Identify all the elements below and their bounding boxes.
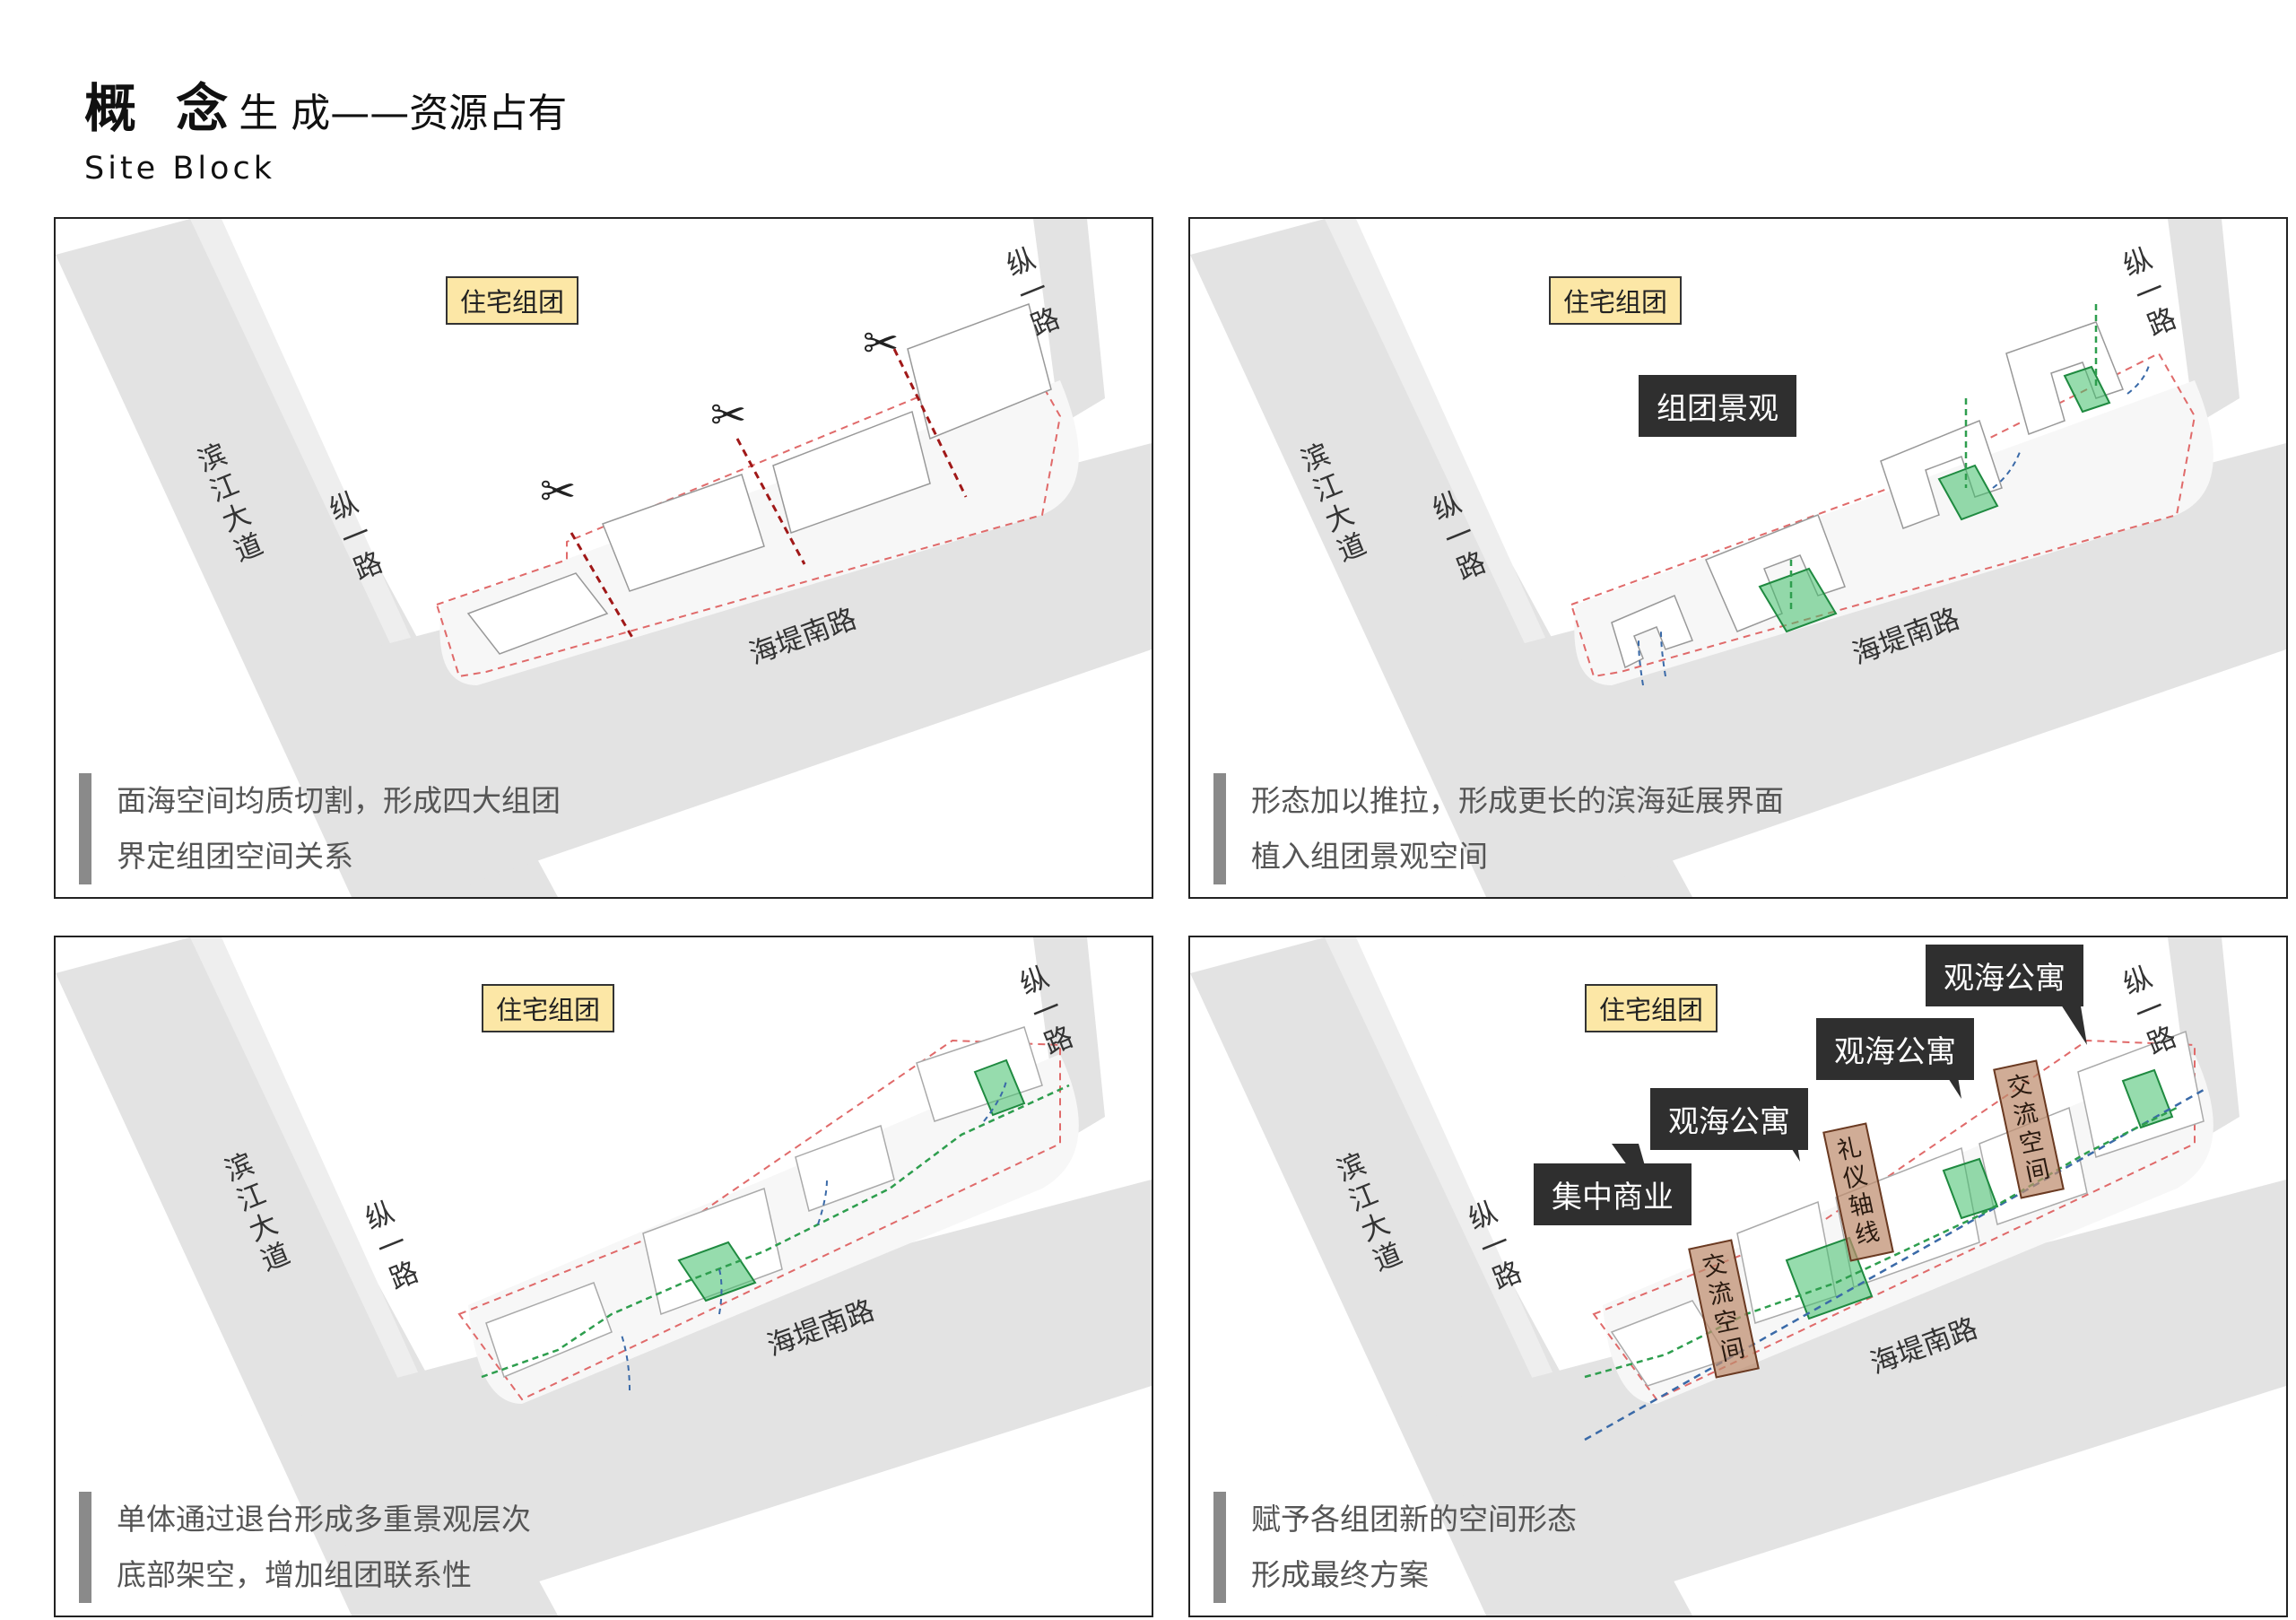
title-block: 概 念生 成——资源占有 Site Block [84, 83, 567, 187]
road-zong-yi-left [190, 219, 432, 685]
panel-1: ✂ ✂ ✂ 住宅组团 滨江大道 纵一路 纵一路 海堤南路 面海空间均质切割，形成… [54, 217, 1153, 899]
scissor-icon: ✂ [710, 390, 747, 440]
road-zong-yi-left [1325, 219, 1567, 685]
flow-arrows-green [1789, 304, 2098, 614]
road-haiti-nan [1432, 443, 2286, 897]
road-zong-yi-right [1033, 219, 1105, 425]
road-zong-yi-left [190, 937, 432, 1404]
caption-3: 单体通过退台形成多重景观层次 底部架空，增加组团联系性 [79, 1492, 531, 1603]
panel-3: 住宅组团 滨江大道 纵一路 纵一路 海堤南路 单体通过退台形成多重景观层次 底部… [54, 936, 1153, 1617]
flow-path-green [481, 1084, 1070, 1379]
callout-commerce: 集中商业 [1534, 1163, 1692, 1225]
title-bold: 概 念 [84, 78, 239, 139]
callout-seaview-apartment: 观海公寓 [1926, 945, 2083, 1006]
caption-line: 形成最终方案 [1251, 1557, 1429, 1592]
flow-lines-blue [1584, 1088, 2205, 1441]
site-map-4 [1190, 937, 2286, 1616]
u-shaped-buildings [1611, 321, 2124, 669]
caption-line: 赋予各组团新的空间形态 [1251, 1502, 1577, 1537]
residential-tag: 住宅组团 [446, 276, 579, 325]
caption-4: 赋予各组团新的空间形态 形成最终方案 [1213, 1492, 1577, 1603]
callout-seaview-apartment: 观海公寓 [1816, 1018, 1974, 1080]
flow-arrows-blue [1638, 361, 2151, 686]
residential-tag: 住宅组团 [1549, 276, 1683, 325]
caption-1: 面海空间均质切割，形成四大组团 界定组团空间关系 [79, 773, 561, 884]
caption-line: 底部架空，增加组团联系性 [117, 1557, 472, 1592]
caption-line: 单体通过退台形成多重景观层次 [117, 1502, 531, 1537]
site-map-3 [56, 937, 1152, 1616]
caption-line: 面海空间均质切割，形成四大组团 [117, 783, 561, 818]
road-haiti-nan [298, 443, 1152, 897]
panel-2: 组团景观 住宅组团 滨江大道 纵一路 纵一路 海堤南路 形态加以推拉，形成更长的… [1188, 217, 2288, 899]
page-subtitle: Site Block [84, 151, 275, 187]
caption-line: 植入组团景观空间 [1251, 839, 1488, 874]
caption-line: 界定组团空间关系 [117, 839, 353, 874]
flow-arrows-blue [620, 1080, 1007, 1391]
landscape-courts [1758, 365, 2111, 633]
title-rest: 生 成——资源占有 [239, 91, 568, 136]
site-boundary [1570, 352, 2196, 678]
cut-lines [570, 348, 968, 641]
caption-2: 形态加以推拉，形成更长的滨海延展界面 植入组团景观空间 [1213, 773, 1784, 884]
road-haiti-nan [298, 1180, 1152, 1616]
site-map-2 [1190, 219, 2286, 897]
callout-landscape: 组团景观 [1639, 375, 1796, 437]
road-zong-yi-right [2168, 219, 2239, 425]
caption-line: 形态加以推拉，形成更长的滨海延展界面 [1251, 783, 1784, 818]
site-boundary [435, 352, 1062, 678]
road-haiti-nan [1432, 1180, 2286, 1616]
site-map-1 [56, 219, 1152, 897]
flow-path-green [1584, 1106, 2178, 1379]
panel-4: 集中商业 观海公寓 观海公寓 观海公寓 交流空间 礼仪轴线 交流空间 住宅组团 … [1188, 936, 2288, 1617]
residential-tag: 住宅组团 [1585, 984, 1718, 1032]
callout-seaview-apartment: 观海公寓 [1650, 1088, 1808, 1150]
road-zong-yi-right [2168, 937, 2239, 1144]
scissor-icon: ✂ [863, 318, 900, 369]
scissor-icon: ✂ [540, 466, 577, 517]
page-title: 概 念生 成——资源占有 [84, 83, 567, 135]
road-zong-yi-right [1033, 937, 1105, 1144]
landscape-courts [677, 1058, 1026, 1302]
road-zong-yi-left [1325, 937, 1567, 1404]
building-blocks [466, 303, 1052, 655]
residential-tag: 住宅组团 [482, 984, 615, 1032]
